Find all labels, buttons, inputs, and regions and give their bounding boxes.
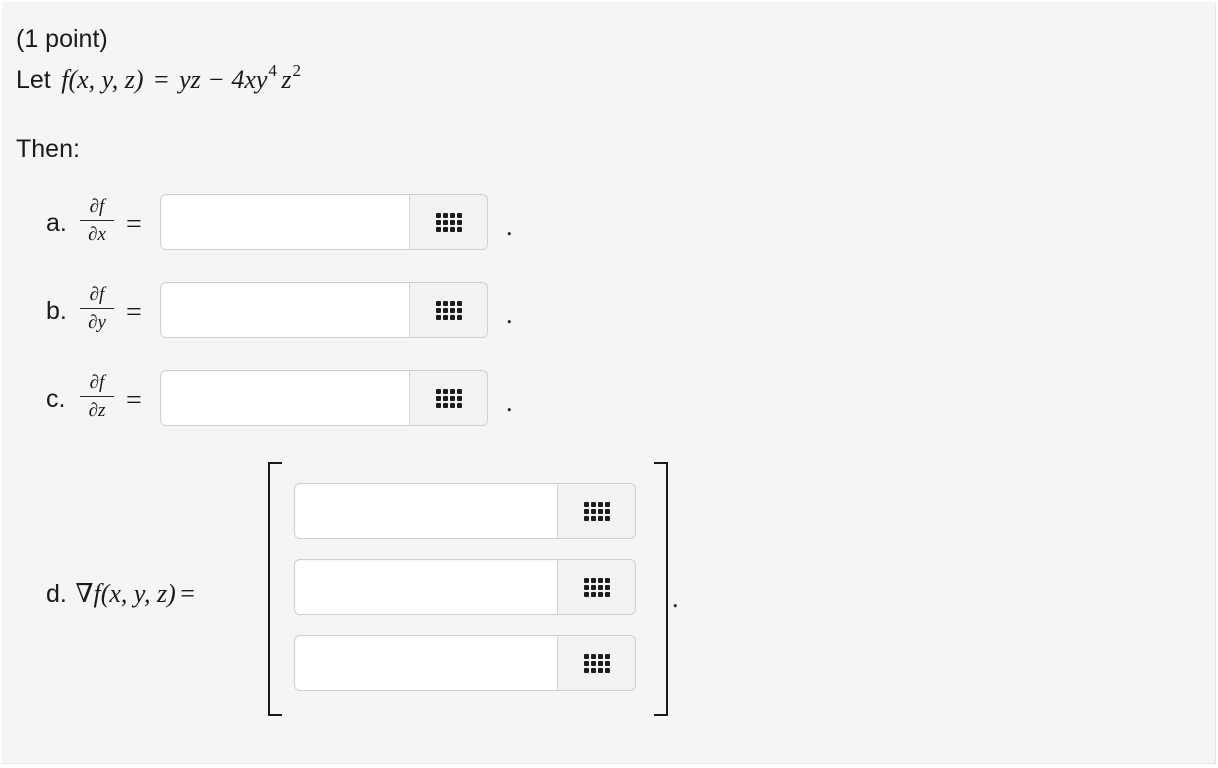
keypad-grid-icon (435, 300, 462, 320)
gradient-z-input[interactable] (295, 636, 559, 690)
function-expr-main: yz − 4xy (179, 65, 268, 94)
points-label: (1 point) (16, 25, 108, 53)
part-a-answer-box (160, 194, 488, 250)
function-expr-z: z (281, 65, 292, 94)
part-b-fraction: ∂f ∂y (80, 284, 114, 334)
part-c-answer-box (160, 370, 488, 426)
part-d-letter: d. (46, 580, 67, 608)
fraction-bar (80, 308, 114, 309)
part-b-numerator: ∂f (89, 284, 105, 305)
part-b-keypad-button[interactable] (409, 283, 487, 337)
part-c-period: . (506, 388, 513, 417)
part-a-letter: a. (46, 209, 67, 237)
part-a-answer-input[interactable] (161, 195, 411, 249)
gradient-y-input[interactable] (295, 560, 559, 614)
gradient-equals: = (180, 579, 195, 608)
gradient-x-input[interactable] (295, 484, 559, 538)
part-c-letter: c. (46, 385, 66, 413)
part-c-equals: = (126, 385, 142, 416)
part-d-period: . (672, 584, 679, 613)
part-b-letter: b. (46, 297, 67, 325)
part-a-numerator: ∂f (89, 196, 105, 217)
gradient-z-keypad-button[interactable] (557, 636, 635, 690)
keypad-grid-icon (583, 501, 610, 521)
keypad-grid-icon (583, 653, 610, 673)
part-b-answer-input[interactable] (161, 283, 411, 337)
part-a-keypad-button[interactable] (409, 195, 487, 249)
exponent-z: 2 (292, 61, 301, 80)
part-c-denominator: ∂z (88, 400, 106, 421)
part-a-denominator: ∂x (88, 224, 106, 245)
part-a-period: . (506, 212, 513, 241)
vector-left-bracket (268, 462, 282, 716)
part-a-equals: = (126, 209, 142, 240)
part-b-denominator: ∂y (88, 312, 106, 333)
part-b-answer-box (160, 282, 488, 338)
function-equals: = (153, 65, 169, 94)
part-c-keypad-button[interactable] (409, 371, 487, 425)
gradient-x-answer-box (294, 483, 636, 539)
keypad-grid-icon (583, 577, 610, 597)
problem-statement: Let f(x, y, z) = yz − 4xy4 z2 (16, 61, 301, 98)
exponent-y: 4 (268, 61, 277, 80)
function-lhs: f(x, y, z) (61, 65, 144, 94)
gradient-label: d. ∇f(x, y, z) = (46, 579, 195, 609)
gradient-x-keypad-button[interactable] (557, 484, 635, 538)
then-label: Then: (16, 135, 80, 163)
let-word: Let (16, 66, 51, 94)
nabla-symbol: ∇ (75, 579, 94, 608)
part-c-numerator: ∂f (89, 372, 105, 393)
gradient-z-answer-box (294, 635, 636, 691)
fraction-bar (80, 220, 114, 221)
fraction-bar (80, 396, 114, 397)
gradient-y-keypad-button[interactable] (557, 560, 635, 614)
keypad-grid-icon (435, 388, 462, 408)
part-b-period: . (506, 300, 513, 329)
gradient-lhs: f(x, y, z) (93, 579, 176, 608)
vector-right-bracket (654, 462, 668, 716)
part-a-fraction: ∂f ∂x (80, 196, 114, 246)
keypad-grid-icon (435, 212, 462, 232)
part-b-equals: = (126, 297, 142, 328)
part-c-fraction: ∂f ∂z (80, 372, 114, 422)
gradient-y-answer-box (294, 559, 636, 615)
part-c-answer-input[interactable] (161, 371, 411, 425)
